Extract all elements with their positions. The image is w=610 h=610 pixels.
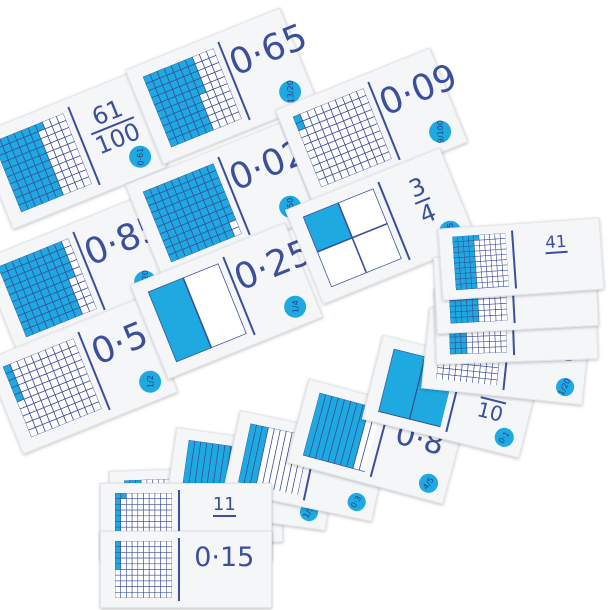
denominator: 4 [415, 197, 440, 230]
numerator: 41 [544, 230, 568, 253]
answer-badge: 0·3 [344, 490, 369, 515]
fraction-model-grid [142, 47, 242, 151]
decimal-value: 0·65 [222, 16, 313, 85]
answer-badge: 1/20 [552, 375, 577, 399]
decimal-value: 0·02 [222, 131, 313, 200]
fraction-model-grid [2, 337, 102, 441]
domino-card: 0·8517/20 [0, 197, 173, 355]
answer-badge: 0·61 [128, 145, 152, 169]
fraction-model-grid [451, 233, 510, 294]
numerator: 11 [212, 494, 236, 515]
fraction-model-quarters [301, 187, 403, 291]
fraction-value: 11 [182, 494, 267, 518]
denominator: 10 [474, 396, 506, 427]
divider-line [177, 537, 180, 601]
answer-badge: 1/2 [138, 370, 162, 394]
fraction-model-tenths [302, 391, 383, 475]
fraction-model-grid [0, 237, 98, 341]
answer-badge: 4/5 [415, 469, 442, 496]
domino-card: 0·15 [100, 530, 272, 608]
decimal-value: 0·15 [194, 542, 255, 573]
answer-badge: 1/4 [283, 295, 307, 319]
decimal-value: 0·25 [227, 231, 318, 300]
decimal-value: 0·09 [372, 56, 463, 125]
fraction-bar [545, 250, 568, 254]
fraction-model-grid [292, 87, 392, 191]
fraction-value: 41 [515, 229, 596, 257]
fraction-model-grid [0, 112, 93, 216]
fraction-model-halves [146, 262, 248, 366]
fraction-model-grid [142, 162, 242, 266]
answer-badge: 9/100 [428, 120, 452, 143]
divider-line [177, 489, 180, 553]
fraction-model-grid [114, 540, 172, 602]
domino-card: 41 [437, 217, 605, 301]
fraction-bar [212, 515, 236, 517]
domino-card: 340·75 [284, 147, 478, 305]
